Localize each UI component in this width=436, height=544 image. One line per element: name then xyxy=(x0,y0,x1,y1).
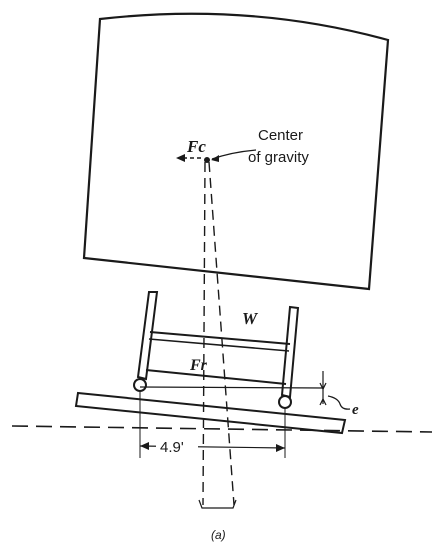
track-bed xyxy=(74,391,347,435)
truck-frame-bottom xyxy=(145,369,287,385)
centrifugal-force-label: Fc xyxy=(186,137,206,156)
gauge-label-gap xyxy=(156,438,198,456)
truck-post-right xyxy=(280,305,300,399)
wheel-left xyxy=(133,378,147,392)
gravity-line-bracket xyxy=(198,499,237,509)
superelevation-reference-line xyxy=(139,386,325,389)
gauge-arrow-left xyxy=(140,442,149,450)
truck-frame-top xyxy=(149,331,291,345)
gravity-line-left xyxy=(202,161,206,506)
car-body xyxy=(82,12,390,291)
cog-label-leader-arrowhead xyxy=(211,155,219,162)
horizontal-reference-line xyxy=(11,425,433,433)
gauge-label: 4.9' xyxy=(160,439,184,456)
figure-caption: (a) xyxy=(211,528,226,542)
center-of-gravity-dot xyxy=(204,157,210,163)
center-of-gravity-label-line1: Center xyxy=(258,127,303,144)
superelevation-leader xyxy=(327,395,351,410)
truck-post-left xyxy=(136,291,159,381)
gravity-line-right xyxy=(208,161,235,506)
wheel-right xyxy=(278,395,292,409)
center-of-gravity-label-line2: of gravity xyxy=(248,149,309,166)
superelevation-arrow-up xyxy=(319,382,327,391)
superelevation-label: e xyxy=(352,402,359,418)
superelevation-arrow-down xyxy=(319,397,327,406)
centrifugal-force-arrowhead xyxy=(176,154,185,162)
resultant-label: Fr xyxy=(189,357,208,374)
truck-frame-top-inner xyxy=(148,338,290,352)
gauge-arrow-right xyxy=(276,444,285,452)
weight-label: W xyxy=(242,309,259,328)
